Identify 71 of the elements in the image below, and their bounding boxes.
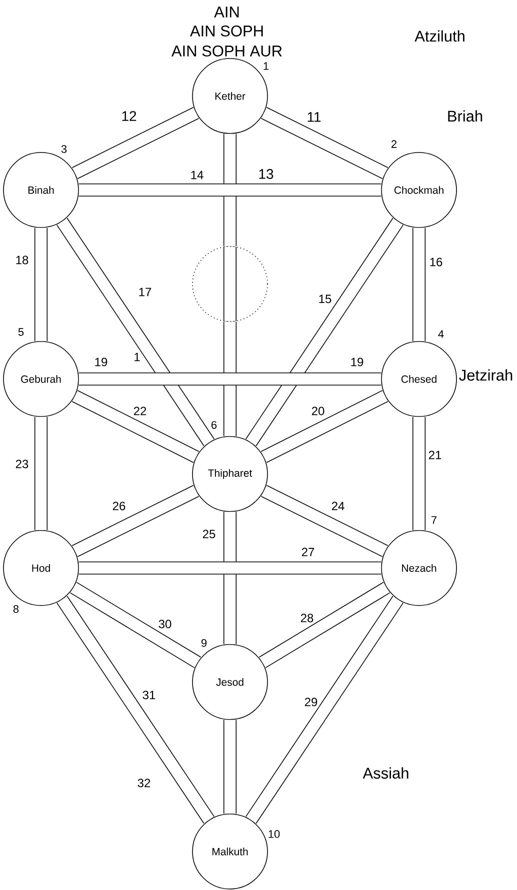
edge-label: 20: [310, 406, 326, 416]
edge-label: 19: [93, 356, 109, 368]
label-text: AIN SOPH: [190, 26, 263, 36]
number-label: 7: [432, 516, 437, 524]
circle-node: Chockmah: [381, 152, 457, 228]
channel-line: [412, 416, 426, 530]
channel-line: [223, 134, 237, 246]
edge-label: 11: [306, 111, 322, 123]
channel-line: [34, 416, 48, 530]
edge-label: 17: [137, 286, 153, 298]
channel-line: [34, 228, 48, 342]
edge-label: 26: [111, 500, 127, 512]
circle-node: Binah: [3, 152, 79, 228]
channel-line: [78, 183, 382, 197]
edge-label: 16: [428, 256, 444, 268]
dotted-circle: [192, 246, 268, 322]
number-label: 4: [438, 330, 444, 338]
edge-label: 29: [303, 696, 319, 708]
channel-line: [70, 582, 201, 668]
channel-line: [261, 485, 388, 557]
label-text: Assiah: [362, 767, 408, 779]
channel-line: [72, 485, 199, 557]
edge-label: 14: [189, 170, 205, 180]
circle-node: Hod: [3, 530, 79, 606]
circle-node: Nezach: [381, 530, 457, 606]
number-label: 19: [351, 358, 364, 366]
channel-line: [246, 596, 404, 824]
channel-line: [78, 372, 382, 386]
edge-label: 23: [14, 458, 30, 470]
channel-line: [223, 322, 237, 436]
edge-label: 30: [157, 618, 173, 630]
number-label: 1: [264, 62, 269, 70]
number-label: 2: [392, 140, 397, 148]
edge-label: 18: [14, 254, 30, 266]
number-label: 5: [18, 328, 24, 336]
edge-label: 24: [330, 500, 346, 512]
number-label: 8: [13, 605, 19, 613]
edge-label: 27: [300, 546, 316, 558]
label-text: Briah: [448, 110, 482, 122]
number-label: 32: [138, 778, 150, 788]
channel-line: [246, 218, 404, 446]
number-label: 3: [61, 145, 67, 153]
edge-label: 12: [120, 110, 138, 122]
channel-line: [56, 218, 214, 446]
channel-line: [259, 582, 390, 668]
edge-label: 22: [132, 406, 148, 416]
channel-line: [56, 596, 214, 824]
channel-line: [260, 390, 388, 463]
channel-line: [223, 512, 237, 644]
circle-node: Chesed: [381, 341, 457, 417]
edge-label: 28: [299, 612, 315, 624]
circle-node: Malkuth: [192, 814, 268, 890]
number-label: 9: [201, 639, 207, 647]
edge-label: 13: [257, 168, 275, 180]
number-label: 10: [268, 830, 280, 838]
edge-label: 21: [427, 450, 443, 460]
channel-line: [78, 561, 382, 575]
channel-line: [412, 228, 426, 342]
label-text: Atziluth: [414, 30, 464, 42]
edge-label: 25: [201, 528, 217, 540]
label-text: AIN: [214, 6, 239, 18]
channel-line: [72, 107, 199, 179]
channel-line: [261, 107, 388, 179]
channel-line: [72, 390, 200, 463]
number-label: 1: [134, 352, 140, 362]
edge-label: 15: [317, 294, 333, 304]
circle-node: Geburah: [3, 341, 79, 417]
number-label: 6: [212, 421, 217, 429]
channel-line: [223, 720, 237, 814]
circle-node: Thipharet: [192, 436, 268, 512]
edge-label: 31: [141, 690, 157, 700]
